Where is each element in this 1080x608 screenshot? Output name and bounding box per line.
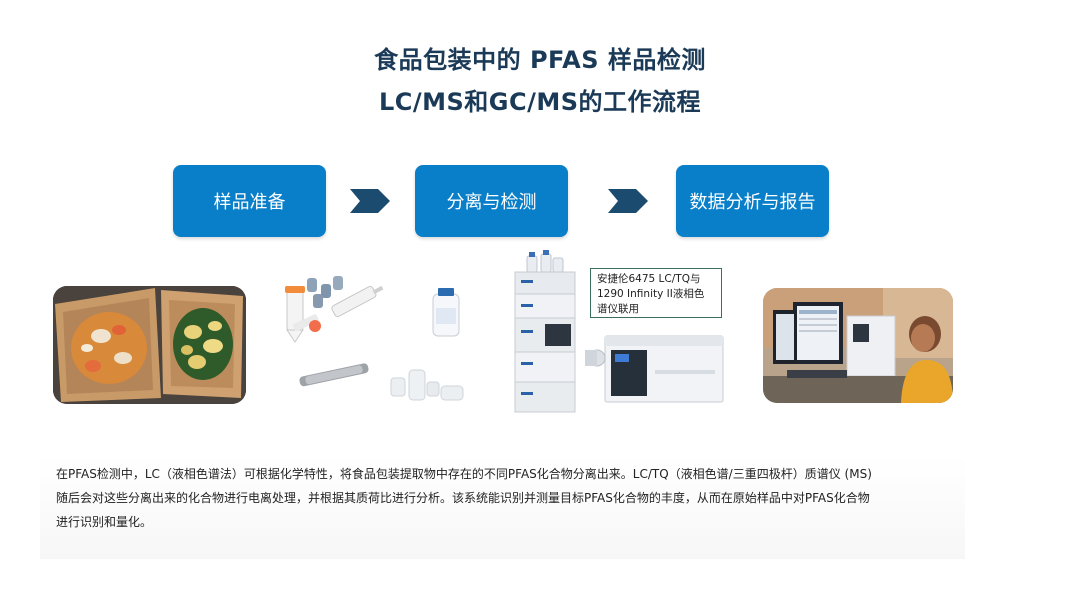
title-line-1: 食品包装中的 PFAS 样品检测: [374, 46, 706, 74]
callout-line: 1290 Infinity II液相色: [597, 288, 705, 300]
step-label: 数据分析与报告: [689, 192, 816, 213]
title-line-2: LC/MS和GC/MS的工作流程: [378, 88, 702, 116]
callout-line: 安捷伦6475 LC/TQ与: [597, 273, 701, 285]
callout-line: 谱仪联用: [597, 303, 639, 315]
description-line: 随后会对这些分离出来的化合物进行电离处理，并根据其质荷比进行分析。该系统能识别并…: [56, 491, 870, 505]
description-line: 在PFAS检测中，LC（液相色谱法）可根据化学特性，将食品包装提取物中存在的不同…: [56, 467, 872, 481]
description-panel: 在PFAS检测中，LC（液相色谱法）可根据化学特性，将食品包装提取物中存在的不同…: [40, 454, 965, 559]
chevron-right-icon: [608, 189, 648, 213]
lc-ms-instrument-illustration: [514, 250, 724, 413]
description-line: 进行识别和量化。: [56, 515, 153, 529]
instrument-callout: 安捷伦6475 LC/TQ与 1290 Infinity II液相色 谱仪联用: [590, 268, 722, 318]
step-separation-detection: 分离与检测: [415, 165, 568, 237]
step-data-analysis-report: 数据分析与报告: [676, 165, 829, 237]
food-packaging-image: [53, 286, 246, 404]
step-sample-prep: 样品准备: [173, 165, 326, 237]
step-label: 样品准备: [213, 192, 286, 213]
consumables-illustration: [285, 276, 464, 401]
step-label: 分离与检测: [446, 192, 537, 213]
lab-technician-image: [763, 288, 953, 403]
chevron-right-icon: [350, 189, 390, 213]
